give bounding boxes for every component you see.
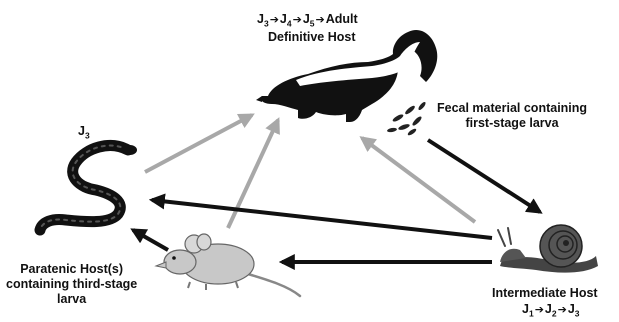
arrow-snail-to-snake bbox=[152, 200, 492, 238]
snake-stage-label: J3 bbox=[78, 124, 90, 144]
stage-item: Adult bbox=[326, 12, 358, 26]
stage-item: J1 bbox=[522, 302, 534, 316]
mouse-icon bbox=[156, 234, 300, 296]
stage-item: J5 bbox=[303, 12, 315, 26]
arrow-snake-to-skunk bbox=[145, 115, 252, 172]
definitive-stages: J3➔J4➔J5➔Adult bbox=[257, 12, 358, 32]
intermediate-host-label: Intermediate Host bbox=[492, 286, 598, 301]
paratenic-host-label: Paratenic Host(s) containing third-stage… bbox=[6, 262, 137, 307]
definitive-host-label: Definitive Host bbox=[268, 30, 356, 45]
feces-icon bbox=[387, 101, 427, 137]
stage-item: J2 bbox=[545, 302, 557, 316]
intermediate-stages: J1➔J2➔J3 bbox=[522, 302, 580, 322]
arrow-snail-to-skunk bbox=[362, 138, 475, 222]
stage-item: J4 bbox=[280, 12, 292, 26]
fecal-label: Fecal material containing first-stage la… bbox=[437, 101, 587, 131]
arrow-mouse-to-snake bbox=[133, 230, 168, 250]
stage-item: J3 bbox=[568, 302, 580, 316]
stage-item: J3 bbox=[257, 12, 269, 26]
snake-icon bbox=[40, 145, 137, 230]
snail-icon bbox=[498, 225, 598, 273]
